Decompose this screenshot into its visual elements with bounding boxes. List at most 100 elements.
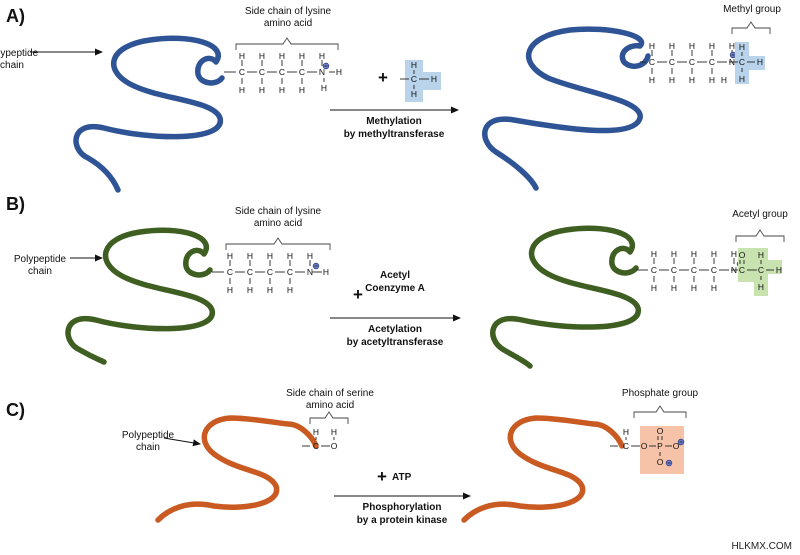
acetyl-brace	[735, 229, 785, 242]
atp-label: ATP	[392, 472, 412, 483]
hydrogen-atom: H	[239, 51, 245, 61]
methylation-reaction-label: by methyltransferase	[344, 129, 445, 140]
acetylation-reagent-label: Coenzyme A	[365, 283, 425, 294]
hydrogen-atom: H	[709, 75, 715, 85]
hydrogen-atom: H	[758, 282, 764, 292]
carbon-atom: C	[689, 57, 695, 67]
carbon-atom: C	[651, 265, 657, 275]
polypeptide-chain-left	[73, 35, 225, 193]
hydrogen-atom: H	[267, 285, 273, 295]
hydrogen-atom: H	[691, 249, 697, 259]
polypeptide-label: chain	[28, 266, 52, 277]
hydrogen-atom: H	[307, 251, 313, 261]
hydrogen-atom: H	[331, 427, 337, 437]
panel-c-label: C)	[6, 400, 25, 420]
carbon-atom: C	[758, 265, 764, 275]
carbon-atom: C	[239, 67, 245, 77]
panel-a-label: A)	[6, 6, 25, 26]
phosphate-highlight	[640, 426, 684, 474]
hydrogen-atom: H	[691, 283, 697, 293]
hydrogen-atom: H	[259, 85, 265, 95]
nitrogen-atom: N	[319, 67, 325, 77]
polypeptide-chain-left	[155, 415, 319, 523]
side-chain-brace	[309, 411, 349, 424]
phosphate-brace	[633, 405, 687, 418]
hydrogen-atom: H	[411, 89, 417, 99]
oxygen-atom: O	[657, 457, 664, 467]
hydrogen-atom: H	[287, 251, 293, 261]
acetylation-reaction-label: Acetylation	[368, 324, 422, 335]
hydrogen-atom: H	[758, 250, 764, 260]
methylation-reaction-label: Methylation	[366, 116, 422, 127]
hydrogen-atom: H	[259, 51, 265, 61]
carbon-atom: C	[287, 267, 293, 277]
hydrogen-atom: H	[649, 41, 655, 51]
polypeptide-label: Polypeptide	[14, 254, 67, 265]
side-chain-label: Side chain of serine	[286, 388, 374, 399]
carbon-atom: C	[691, 265, 697, 275]
polypeptide-label: chain	[136, 442, 160, 453]
side-chain-brace	[235, 37, 339, 50]
carbon-atom: C	[411, 74, 417, 84]
hydrogen-atom: H	[651, 249, 657, 259]
carbon-atom: C	[739, 57, 745, 67]
side-chain-label: Side chain of lysine	[235, 206, 322, 217]
hydrogen-atom: H	[319, 51, 325, 61]
hydrogen-atom: H	[671, 249, 677, 259]
acetylation-reagent-label: Acetyl	[380, 270, 410, 281]
phosphorylation-reaction-label: Phosphorylation	[363, 502, 442, 513]
polypeptide-chain-right	[461, 415, 625, 523]
side-chain-brace	[225, 237, 331, 250]
hydrogen-atom: H	[623, 427, 629, 437]
carbon-atom: C	[709, 57, 715, 67]
hydrogen-atom: H	[671, 283, 677, 293]
carbon-atom: C	[299, 67, 305, 77]
side-chain-label: amino acid	[264, 18, 312, 29]
hydrogen-atom: H	[689, 41, 695, 51]
hydrogen-atom: H	[709, 41, 715, 51]
plus-sign: +	[378, 68, 388, 87]
oxygen-atom: O	[331, 441, 338, 451]
polypeptide-label: Polypeptide	[122, 430, 175, 441]
phosphorus-atom: P	[657, 441, 663, 451]
methyl-brace	[731, 21, 771, 34]
carbon-atom: C	[247, 267, 253, 277]
carbon-atom: C	[259, 67, 265, 77]
carbon-atom: C	[267, 267, 273, 277]
phosphate-group-label: Phosphate group	[622, 388, 699, 399]
plus-sign: +	[353, 285, 363, 304]
hydrogen-atom: H	[227, 285, 233, 295]
acetyl-highlight	[738, 248, 782, 296]
hydrogen-atom: H	[731, 249, 737, 259]
oxygen-atom: O	[739, 250, 746, 260]
plus-sign: +	[377, 467, 387, 486]
phosphorylation-reaction-label: by a protein kinase	[357, 515, 448, 526]
panel-b-label: B)	[6, 194, 25, 214]
hydrogen-atom: H	[313, 427, 319, 437]
hydrogen-atom: H	[739, 74, 745, 84]
hydrogen-atom: H	[336, 67, 342, 77]
hydrogen-atom: H	[299, 51, 305, 61]
hydrogen-atom: H	[299, 85, 305, 95]
hydrogen-atom: H	[711, 249, 717, 259]
hydrogen-atom: H	[287, 285, 293, 295]
side-chain-label: amino acid	[254, 218, 302, 229]
watermark: HLKMX.COM	[731, 541, 792, 552]
nitrogen-atom: N	[307, 267, 313, 277]
hydrogen-atom: H	[757, 57, 763, 67]
hydrogen-atom: H	[729, 41, 735, 51]
polypeptide-chain-right	[482, 26, 651, 191]
methyl-group-label: Methyl group	[723, 4, 781, 15]
carbon-atom: C	[279, 67, 285, 77]
hydrogen-atom: H	[227, 251, 233, 261]
oxygen-atom: O	[657, 426, 664, 436]
carbon-atom: C	[649, 57, 655, 67]
oxygen-atom: O	[641, 441, 648, 451]
polypeptide-chain-right	[490, 225, 641, 369]
hydrogen-atom: H	[711, 283, 717, 293]
hydrogen-atom: H	[689, 75, 695, 85]
pointer-arrow	[163, 437, 201, 447]
hydrogen-atom: H	[669, 75, 675, 85]
